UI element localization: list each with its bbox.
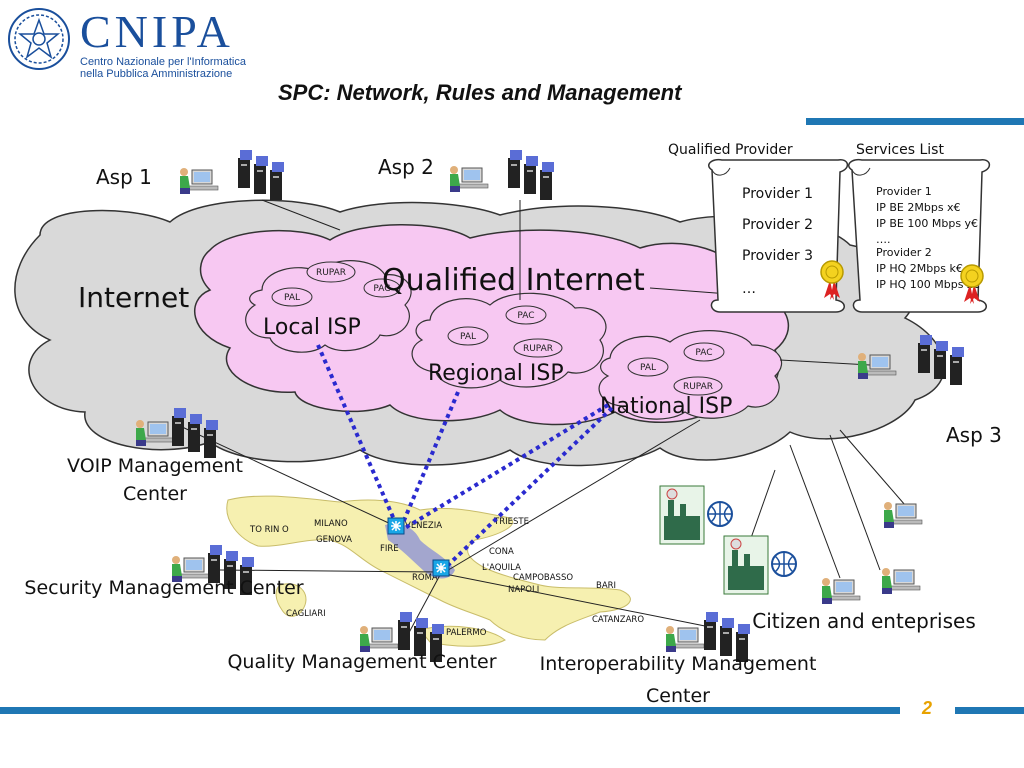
logo bbox=[6, 6, 72, 72]
logo-name: CNIPA bbox=[80, 6, 234, 57]
city-torino: TO RIN O bbox=[249, 525, 289, 535]
internet-label: Internet bbox=[78, 281, 189, 314]
city-venezia: VENEZIA bbox=[405, 521, 442, 531]
logo-text: CNIPA Centro Nazionale per l'Informatica… bbox=[80, 6, 246, 81]
svg-text:PAL: PAL bbox=[460, 332, 476, 342]
voip-center-label-line1: VOIP Management bbox=[67, 455, 243, 477]
service-item: IP HQ 2Mbps k€ bbox=[876, 262, 963, 275]
security-center-label: Security Management Center bbox=[24, 577, 303, 599]
provider-item: … bbox=[742, 281, 756, 297]
local-isp-label: Local ISP bbox=[263, 315, 361, 340]
asp3-label: Asp 3 bbox=[946, 423, 1002, 447]
logo-subtitle-line2: nella Pubblica Amministrazione bbox=[80, 68, 233, 80]
qualified-provider-title: Qualified Provider bbox=[668, 142, 793, 158]
connection-lines bbox=[179, 199, 906, 641]
citizen-label: Citizen and enteprises bbox=[752, 609, 976, 633]
footer-rule bbox=[0, 707, 900, 714]
provider-item: Provider 2 bbox=[742, 217, 813, 233]
pac-cloud-local: PAC bbox=[363, 278, 401, 298]
city-milano: MILANO bbox=[314, 519, 348, 529]
pac-cloud-regional: PAC bbox=[505, 305, 547, 325]
rupar-cloud-national: RUPAR bbox=[673, 376, 723, 396]
citizen-workstation-icon bbox=[883, 501, 923, 529]
services-list-title: Services List bbox=[856, 142, 944, 158]
svg-text:PAL: PAL bbox=[284, 293, 300, 303]
svg-text:PAC: PAC bbox=[373, 284, 390, 294]
service-item: Provider 1 bbox=[876, 185, 932, 198]
city-campobasso: CAMPOBASSO bbox=[513, 573, 573, 583]
interop-center-label-line1: Interoperability Management bbox=[540, 653, 817, 675]
slide-title: SPC: Network, Rules and Management bbox=[278, 80, 682, 105]
pal-cloud-regional: PAL bbox=[447, 326, 489, 346]
hub-icon bbox=[387, 517, 405, 535]
pal-cloud-local: PAL bbox=[271, 287, 313, 307]
logo-subtitle-line1: Centro Nazionale per l'Informatica bbox=[80, 56, 246, 68]
city-roma: ROMA bbox=[412, 573, 438, 583]
factory-icon bbox=[659, 485, 733, 545]
regional-isp-label: Regional ISP bbox=[428, 361, 564, 386]
header-rule bbox=[806, 118, 1024, 125]
provider-item: Provider 3 bbox=[742, 248, 813, 264]
services-list-scroll: Services List Provider 1 IP BE 2Mbps x€ … bbox=[848, 142, 991, 313]
city-trieste: TRIESTE bbox=[493, 517, 529, 527]
qualified-provider-scroll: Qualified Provider Provider 1 Provider 2… bbox=[668, 142, 849, 313]
logo-subtitle: Centro Nazionale per l'Informatica nella… bbox=[80, 56, 246, 80]
svg-text:RUPAR: RUPAR bbox=[523, 344, 553, 354]
regional-isp-cloud bbox=[411, 292, 607, 389]
svg-text:RUPAR: RUPAR bbox=[316, 268, 346, 278]
service-item: Provider 2 bbox=[876, 246, 932, 259]
city-genova: GENOVA bbox=[316, 535, 352, 545]
citizen-workstation-icon bbox=[821, 577, 861, 605]
footer-rule-end bbox=[955, 707, 1024, 714]
factory-icon bbox=[723, 535, 797, 595]
isp-links bbox=[316, 344, 614, 570]
map-city-labels: TO RIN O MILANO GENOVA VENEZIA TRIESTE F… bbox=[249, 517, 644, 638]
workstation-icon bbox=[135, 419, 175, 447]
service-item: IP HQ 100 Mbps z€ bbox=[876, 278, 980, 291]
pac-cloud-national: PAC bbox=[683, 342, 725, 362]
city-laquila: L'AQUILA bbox=[482, 563, 521, 573]
workstation-icon bbox=[665, 625, 705, 653]
hub-icon bbox=[432, 559, 450, 577]
service-item: …. bbox=[876, 233, 891, 246]
svg-text:RUPAR: RUPAR bbox=[683, 382, 713, 392]
national-isp-label: National ISP bbox=[600, 394, 732, 419]
national-isp-cloud bbox=[598, 330, 783, 420]
city-ancona: CONA bbox=[489, 547, 514, 557]
svg-text:PAC: PAC bbox=[517, 311, 534, 321]
svg-text:PAC: PAC bbox=[695, 348, 712, 358]
city-palermo: PALERMO bbox=[446, 628, 487, 638]
city-bari: BARI bbox=[596, 581, 616, 591]
server-icon bbox=[508, 150, 554, 200]
page-number: 2 bbox=[922, 698, 933, 718]
pal-cloud-national: PAL bbox=[627, 357, 669, 377]
citizen-workstation-icon bbox=[881, 567, 921, 595]
workstation-icon bbox=[179, 167, 219, 195]
voip-center-label-line2: Center bbox=[123, 483, 187, 505]
svg-text:PAL: PAL bbox=[640, 363, 656, 373]
asp2-label: Asp 2 bbox=[378, 155, 434, 179]
city-catanzaro: CATANZARO bbox=[592, 615, 644, 625]
workstation-icon bbox=[359, 625, 399, 653]
rupar-cloud-regional: RUPAR bbox=[513, 338, 563, 358]
provider-item: Provider 1 bbox=[742, 186, 813, 202]
city-firenze: FIRE bbox=[380, 544, 399, 554]
qualified-internet-label: Qualified Internet bbox=[382, 263, 645, 298]
sardinia-map bbox=[275, 583, 307, 617]
quality-center-label: Quality Management Center bbox=[227, 651, 496, 673]
server-icon bbox=[238, 150, 284, 200]
rupar-cloud-local: RUPAR bbox=[306, 261, 356, 283]
workstation-icon bbox=[449, 165, 489, 193]
workstation-icon bbox=[857, 352, 897, 380]
service-item: IP BE 100 Mbps y€ bbox=[876, 217, 978, 230]
city-cagliari: CAGLIARI bbox=[286, 609, 326, 619]
asp1-label: Asp 1 bbox=[96, 165, 152, 189]
service-item: IP BE 2Mbps x€ bbox=[876, 201, 961, 214]
interop-center-label-line2: Center bbox=[646, 685, 710, 707]
emblem-icon bbox=[8, 8, 70, 70]
